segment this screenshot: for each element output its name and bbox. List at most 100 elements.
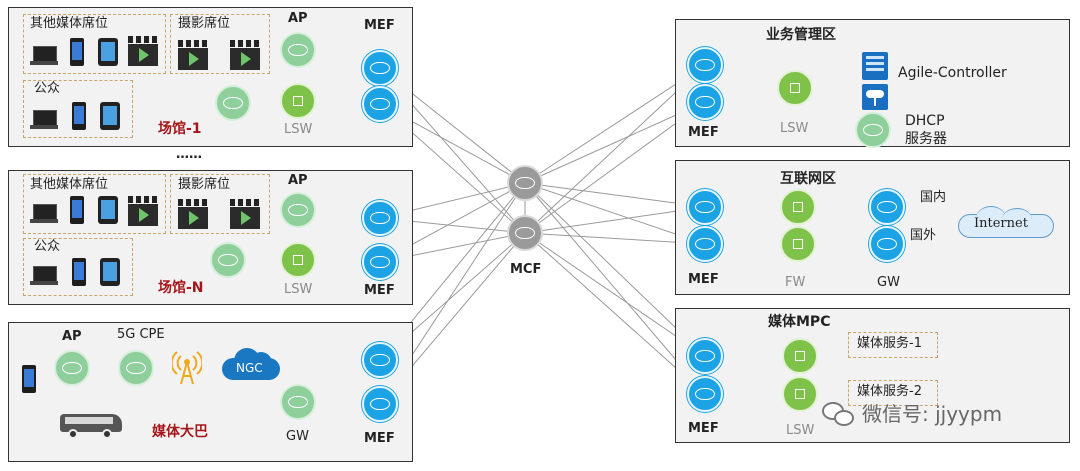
venue-1-lsw-switch-icon xyxy=(280,83,316,119)
bus-cpe-label: 5G CPE xyxy=(117,327,165,342)
media-service-2-box xyxy=(848,380,938,406)
venue-n-photo-seats-box xyxy=(170,174,270,234)
media-bus-panel xyxy=(8,322,413,462)
venue-n-media-seats-label: 其他媒体席位 xyxy=(30,177,109,192)
video-clapper-icon xyxy=(128,36,158,66)
smartphone-icon xyxy=(72,258,86,286)
mcf-label: MCF xyxy=(510,262,542,277)
bus-mef-label: MEF xyxy=(364,431,395,446)
video-clapper-icon xyxy=(230,199,260,229)
access-point-icon xyxy=(215,85,251,121)
venue-1-ap-label: AP xyxy=(288,11,308,26)
bus-ap-label: AP xyxy=(62,329,82,344)
media-service-2-label: 媒体服务-2 xyxy=(857,384,922,399)
mpc-lsw-switch-icon xyxy=(782,376,818,412)
internet-zone-title: 互联网区 xyxy=(780,171,836,187)
domestic-label: 国内 xyxy=(920,190,947,205)
video-clapper-icon xyxy=(178,40,208,70)
dhcp-server-icon xyxy=(855,112,891,148)
venue-n-mef-label: MEF xyxy=(364,283,395,298)
venue-n-photo-seats-label: 摄影席位 xyxy=(178,177,231,192)
laptop-icon xyxy=(30,46,58,66)
tablet-icon xyxy=(100,102,120,130)
internet-cloud-label: Internet xyxy=(974,216,1028,231)
internet-gw-label: GW xyxy=(877,275,900,290)
media-service-1-label: 媒体服务-1 xyxy=(857,336,922,351)
mpc-mef-router-icon xyxy=(687,376,723,412)
smartphone-icon xyxy=(72,102,86,130)
mpc-zone-title: 媒体MPC xyxy=(768,314,831,330)
laptop-icon xyxy=(30,266,58,286)
tablet-icon xyxy=(98,196,118,224)
bus-mef-router-icon xyxy=(362,342,398,378)
venue-n-media-seats-box xyxy=(23,174,166,234)
venue-1-title: 场馆-1 xyxy=(158,121,202,137)
smartphone-icon xyxy=(22,365,36,393)
tablet-icon xyxy=(100,258,120,286)
venue-n-lsw-switch-icon xyxy=(280,242,316,278)
access-point-icon xyxy=(280,192,316,228)
venue-n-public-label: 公众 xyxy=(34,239,61,254)
venue-1-mef-router-icon xyxy=(362,50,398,86)
mgmt-lsw-switch-icon xyxy=(777,70,813,106)
internet-gw-router-icon xyxy=(869,226,905,262)
bus-icon xyxy=(60,414,124,440)
venue-1-photo-seats-box xyxy=(170,14,270,74)
cloud-service-icon xyxy=(862,84,888,110)
access-point-icon xyxy=(54,350,90,386)
venue-1-mef-router-icon xyxy=(362,86,398,122)
bus-gw-label: GW xyxy=(286,429,309,444)
mgmt-mef-label: MEF xyxy=(688,125,719,140)
mgmt-lsw-label: LSW xyxy=(780,121,809,136)
venue-1-photo-seats-label: 摄影席位 xyxy=(178,16,231,31)
mgmt-mef-router-icon xyxy=(687,84,723,120)
agile-controller-label: Agile-Controller xyxy=(898,65,1007,81)
bus-gw-icon xyxy=(280,384,316,420)
venue-n-lsw-label: LSW xyxy=(284,282,313,297)
venue-1-public-label: 公众 xyxy=(34,81,61,96)
venue-n-title: 场馆-N xyxy=(158,280,204,296)
ngc-cloud-icon: NGC xyxy=(222,346,280,382)
tablet-icon xyxy=(98,38,118,66)
mpc-zone-panel xyxy=(675,308,1070,443)
venue-n-ap-label: AP xyxy=(288,173,308,188)
watermark-text: 微信号: jjyypm xyxy=(862,402,1003,426)
access-point-icon xyxy=(210,242,246,278)
fw-label: FW xyxy=(785,275,806,290)
ellipsis-label: …… xyxy=(176,147,202,162)
venue-n-public-box xyxy=(23,238,133,296)
wechat-icon xyxy=(822,400,854,428)
smartphone-icon xyxy=(70,196,84,224)
mgmt-zone-title: 业务管理区 xyxy=(766,27,836,43)
mpc-mef-label: MEF xyxy=(688,421,719,436)
venue-n-mef-router-icon xyxy=(362,244,398,280)
venue-1-lsw-label: LSW xyxy=(284,122,313,137)
bus-title: 媒体大巴 xyxy=(152,424,208,440)
mpc-lsw-switch-icon xyxy=(782,338,818,374)
firewall-icon xyxy=(780,189,816,225)
laptop-icon xyxy=(30,204,58,224)
mpc-mef-router-icon xyxy=(687,338,723,374)
internet-gw-router-icon xyxy=(869,189,905,225)
access-point-icon xyxy=(280,32,316,68)
internet-mef-label: MEF xyxy=(688,272,719,287)
venue-1-media-seats-box xyxy=(23,14,166,74)
mcf-core-router-icon xyxy=(507,215,543,251)
venue-1-public-box xyxy=(23,80,133,138)
foreign-label: 国外 xyxy=(910,228,937,243)
mpc-lsw-label: LSW xyxy=(786,423,815,438)
laptop-icon xyxy=(30,110,58,130)
dhcp-label-line2: 服务器 xyxy=(905,131,947,147)
video-clapper-icon xyxy=(128,196,158,226)
server-icon xyxy=(862,52,888,80)
media-service-1-box xyxy=(848,332,938,358)
venue-n-mef-router-icon xyxy=(362,200,398,236)
mcf-core-router-icon xyxy=(507,165,543,201)
dhcp-label-line1: DHCP xyxy=(905,113,945,129)
internet-cloud-icon: Internet xyxy=(958,204,1054,242)
internet-mef-router-icon xyxy=(687,226,723,262)
internet-mef-router-icon xyxy=(687,189,723,225)
ngc-label: NGC xyxy=(236,361,263,375)
venue-1-mef-label: MEF xyxy=(364,18,395,33)
video-clapper-icon xyxy=(230,40,260,70)
